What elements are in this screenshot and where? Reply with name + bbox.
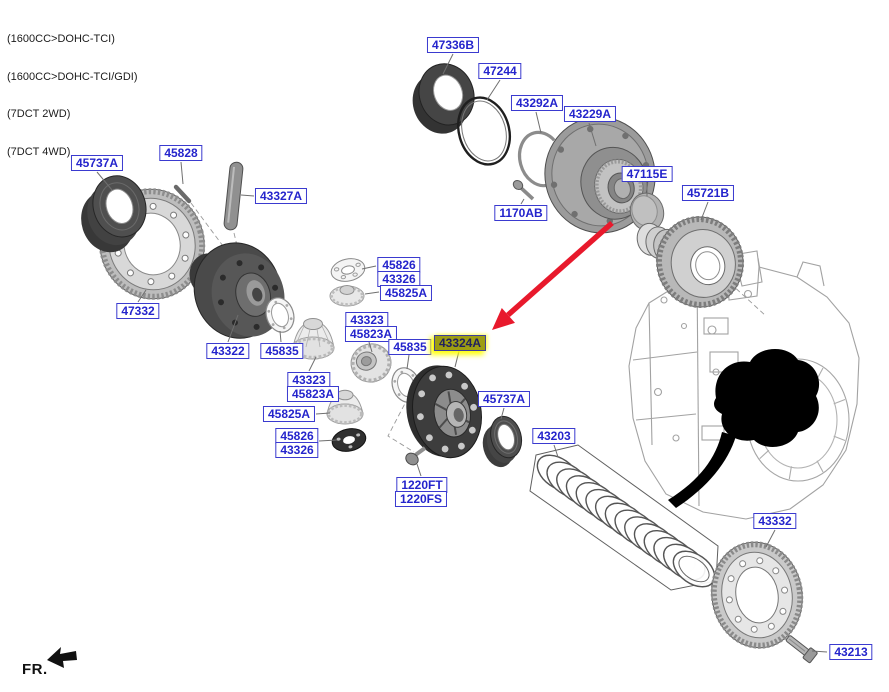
part-label-1170ab[interactable]: 1170AB [494, 205, 548, 221]
part-label-43326[interactable]: 43326 [275, 442, 319, 458]
part-label-43229a[interactable]: 43229A [563, 106, 617, 122]
part-label-47336b[interactable]: 47336B [426, 37, 480, 53]
part-label-45825a[interactable]: 45825A [379, 285, 433, 301]
part-label-43332[interactable]: 43332 [753, 513, 797, 529]
parking-ring-gear-drawing [710, 541, 804, 649]
flange-bolt-drawing [405, 446, 427, 466]
part-label-43213[interactable]: 43213 [829, 644, 873, 660]
part-label-47115e[interactable]: 47115E [621, 166, 673, 182]
coil-spring-drawing [529, 444, 719, 591]
variant-line: (7DCT 2WD) [7, 108, 71, 120]
thrust-washer-left-drawing [265, 297, 295, 333]
shaft-washer-top-drawing [330, 258, 366, 282]
part-label-43323[interactable]: 43323 [287, 372, 331, 388]
part-label-45835[interactable]: 45835 [388, 339, 432, 355]
fr-orientation-label: FR. [22, 661, 48, 678]
blackout-marker [668, 348, 820, 508]
part-label-45828[interactable]: 45828 [159, 145, 203, 161]
part-label-47244[interactable]: 47244 [478, 63, 522, 79]
driven-gear-drawing [636, 216, 745, 308]
o-ring-drawing [457, 96, 511, 166]
lock-pin-drawing [173, 184, 192, 204]
differential-bearing-left-drawing [81, 175, 147, 253]
part-label-47332[interactable]: 47332 [116, 303, 160, 319]
gear-bolt-drawing [785, 635, 818, 664]
variant-line: (1600CC>DOHC-TCI/GDI) [7, 70, 138, 83]
differential-flange-drawing [406, 365, 482, 459]
pinion-gear-top-drawing [329, 285, 365, 307]
part-label-45737a[interactable]: 45737A [70, 155, 124, 171]
part-label-45826[interactable]: 45826 [275, 428, 319, 444]
hub-bolt-drawing [512, 179, 535, 201]
side-gear-drawing [350, 343, 392, 383]
differential-bearing-right-drawing [482, 415, 523, 468]
part-label-45835[interactable]: 45835 [260, 343, 304, 359]
variant-line: (1600CC>DOHC-TCI) [7, 33, 115, 45]
part-label-43323[interactable]: 43323 [345, 312, 389, 328]
part-label-45823a[interactable]: 45823A [286, 386, 340, 402]
variant-line: (7DCT 4WD) [7, 145, 71, 158]
shaft-washer-bottom-drawing [331, 428, 367, 452]
part-label-43292a[interactable]: 43292A [510, 95, 564, 111]
part-label-43324a-highlighted[interactable]: 43324A [433, 335, 487, 351]
part-label-45825a[interactable]: 45825A [262, 406, 316, 422]
part-label-45737a[interactable]: 45737A [477, 391, 531, 407]
part-label-43203[interactable]: 43203 [532, 428, 576, 444]
engine-variant-list: (1600CC>DOHC-TCI) (1600CC>DOHC-TCI/GDI) … [7, 8, 138, 183]
part-label-45721b[interactable]: 45721B [681, 185, 735, 201]
highlight-arrow [492, 220, 614, 330]
part-label-1220fs[interactable]: 1220FS [394, 491, 448, 507]
part-label-43327a[interactable]: 43327A [254, 188, 308, 204]
part-label-45823a[interactable]: 45823A [344, 326, 398, 342]
pinion-shaft-drawing [223, 161, 244, 231]
part-label-43322[interactable]: 43322 [206, 343, 250, 359]
fr-direction-arrow-icon [47, 647, 77, 668]
oil-seal-drawing [412, 63, 475, 134]
leader-lines [96, 53, 828, 653]
